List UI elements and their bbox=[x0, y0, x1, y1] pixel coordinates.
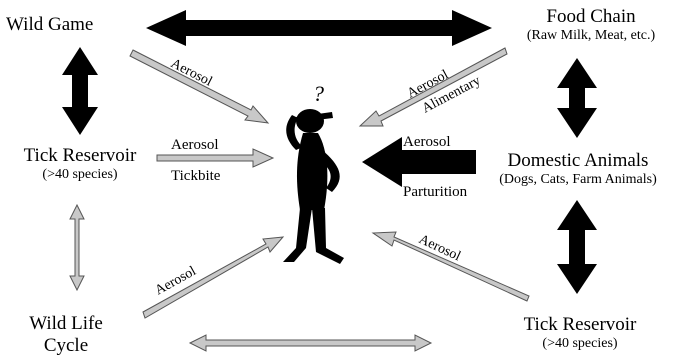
node-food-chain: Food Chain (Raw Milk, Meat, etc.) bbox=[505, 6, 677, 44]
confused-person-icon: ? bbox=[283, 81, 344, 264]
node-wild-game: Wild Game bbox=[6, 14, 93, 36]
node-tick-reservoir-right-title: Tick Reservoir bbox=[500, 314, 660, 336]
node-food-chain-subtitle: (Raw Milk, Meat, etc.) bbox=[505, 28, 677, 44]
arrow-wildlife-to-human bbox=[143, 237, 283, 318]
arrow-tickreservoir-wildlife bbox=[70, 205, 84, 290]
arrow-wildgame-to-human bbox=[130, 50, 268, 123]
node-domestic-animals-subtitle: (Dogs, Cats, Farm Animals) bbox=[479, 172, 677, 188]
arrow-wildgame-tickreservoir bbox=[62, 47, 98, 135]
label-tickleft-aerosol: Aerosol bbox=[171, 137, 219, 153]
node-food-chain-title: Food Chain bbox=[505, 6, 677, 28]
arrow-tickright-to-human bbox=[373, 232, 529, 301]
label-wildlife-aerosol: Aerosol bbox=[153, 264, 199, 299]
node-wild-life-cycle-line1: Wild Life bbox=[4, 313, 128, 335]
arrow-wildlife-tickreservoir bbox=[190, 335, 431, 351]
question-mark: ? bbox=[313, 81, 324, 106]
node-tick-reservoir-right: Tick Reservoir (>40 species) bbox=[500, 314, 660, 352]
arrow-foodchain-domestic bbox=[557, 58, 597, 138]
node-wild-life-cycle-line2: Cycle bbox=[4, 335, 128, 357]
node-wild-game-title: Wild Game bbox=[6, 14, 93, 36]
label-domestic-parturition: Parturition bbox=[403, 184, 468, 200]
arrow-domestic-tickreservoir bbox=[557, 200, 597, 294]
arrow-wildgame-foodchain bbox=[146, 10, 492, 46]
label-tickleft-tickbite: Tickbite bbox=[171, 168, 221, 184]
node-tick-reservoir-right-subtitle: (>40 species) bbox=[500, 336, 660, 352]
node-wild-life-cycle: Wild Life Cycle bbox=[4, 313, 128, 357]
label-domestic-aerosol: Aerosol bbox=[403, 134, 451, 150]
node-tick-reservoir-left-subtitle: (>40 species) bbox=[0, 167, 160, 183]
node-tick-reservoir-left: Tick Reservoir (>40 species) bbox=[0, 145, 160, 183]
node-tick-reservoir-left-title: Tick Reservoir bbox=[0, 145, 160, 167]
node-domestic-animals: Domestic Animals (Dogs, Cats, Farm Anima… bbox=[479, 150, 677, 188]
node-domestic-animals-title: Domestic Animals bbox=[479, 150, 677, 172]
